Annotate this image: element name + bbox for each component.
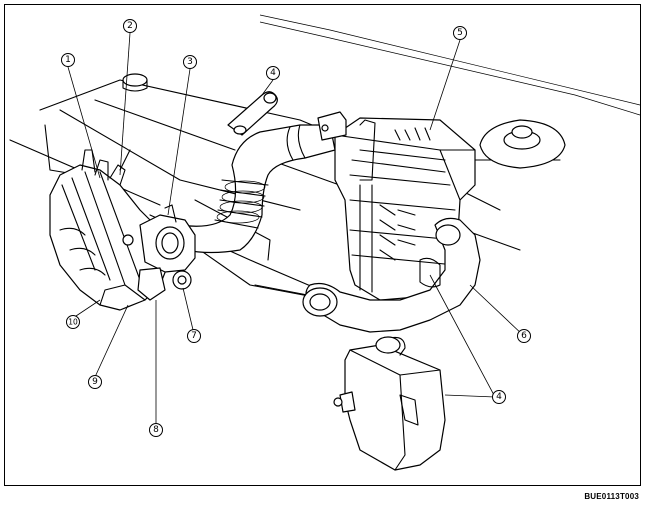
air-intake-duct bbox=[302, 217, 481, 333]
reference-code: BUE0113T003 bbox=[584, 492, 639, 501]
callout-5: 5 bbox=[453, 26, 467, 40]
callout-7: 7 bbox=[187, 329, 201, 343]
svg-text:4: 4 bbox=[496, 392, 502, 402]
callout-2: 2 bbox=[123, 19, 137, 33]
oil-filler-cap bbox=[122, 73, 148, 92]
callout-10: 10 bbox=[66, 315, 80, 329]
svg-text:4: 4 bbox=[270, 68, 276, 78]
air-hose bbox=[179, 111, 347, 254]
callout-6: 6 bbox=[517, 329, 531, 343]
diagram-frame bbox=[4, 4, 641, 486]
svg-text:7: 7 bbox=[191, 331, 197, 341]
svg-text:3: 3 bbox=[187, 57, 193, 67]
svg-text:2: 2 bbox=[127, 21, 133, 31]
callout-4-resonator: 4 bbox=[492, 390, 506, 404]
svg-text:9: 9 bbox=[92, 377, 98, 387]
callout-8: 8 bbox=[149, 423, 163, 437]
resonator bbox=[333, 336, 446, 471]
callout-3: 3 bbox=[183, 55, 197, 69]
throttle-body bbox=[122, 204, 196, 301]
reservoir-cap bbox=[479, 119, 566, 169]
svg-text:8: 8 bbox=[153, 425, 159, 435]
svg-text:6: 6 bbox=[521, 331, 527, 341]
callout-9: 9 bbox=[88, 375, 102, 389]
leader-lines bbox=[67, 32, 525, 425]
callout-1: 1 bbox=[61, 53, 75, 67]
svg-text:1: 1 bbox=[65, 55, 71, 65]
callout-4-breather: 4 bbox=[266, 66, 280, 80]
air-cleaner-housing bbox=[334, 117, 476, 301]
breather-hose bbox=[227, 91, 278, 136]
svg-text:10: 10 bbox=[68, 318, 78, 327]
svg-text:5: 5 bbox=[457, 28, 463, 38]
